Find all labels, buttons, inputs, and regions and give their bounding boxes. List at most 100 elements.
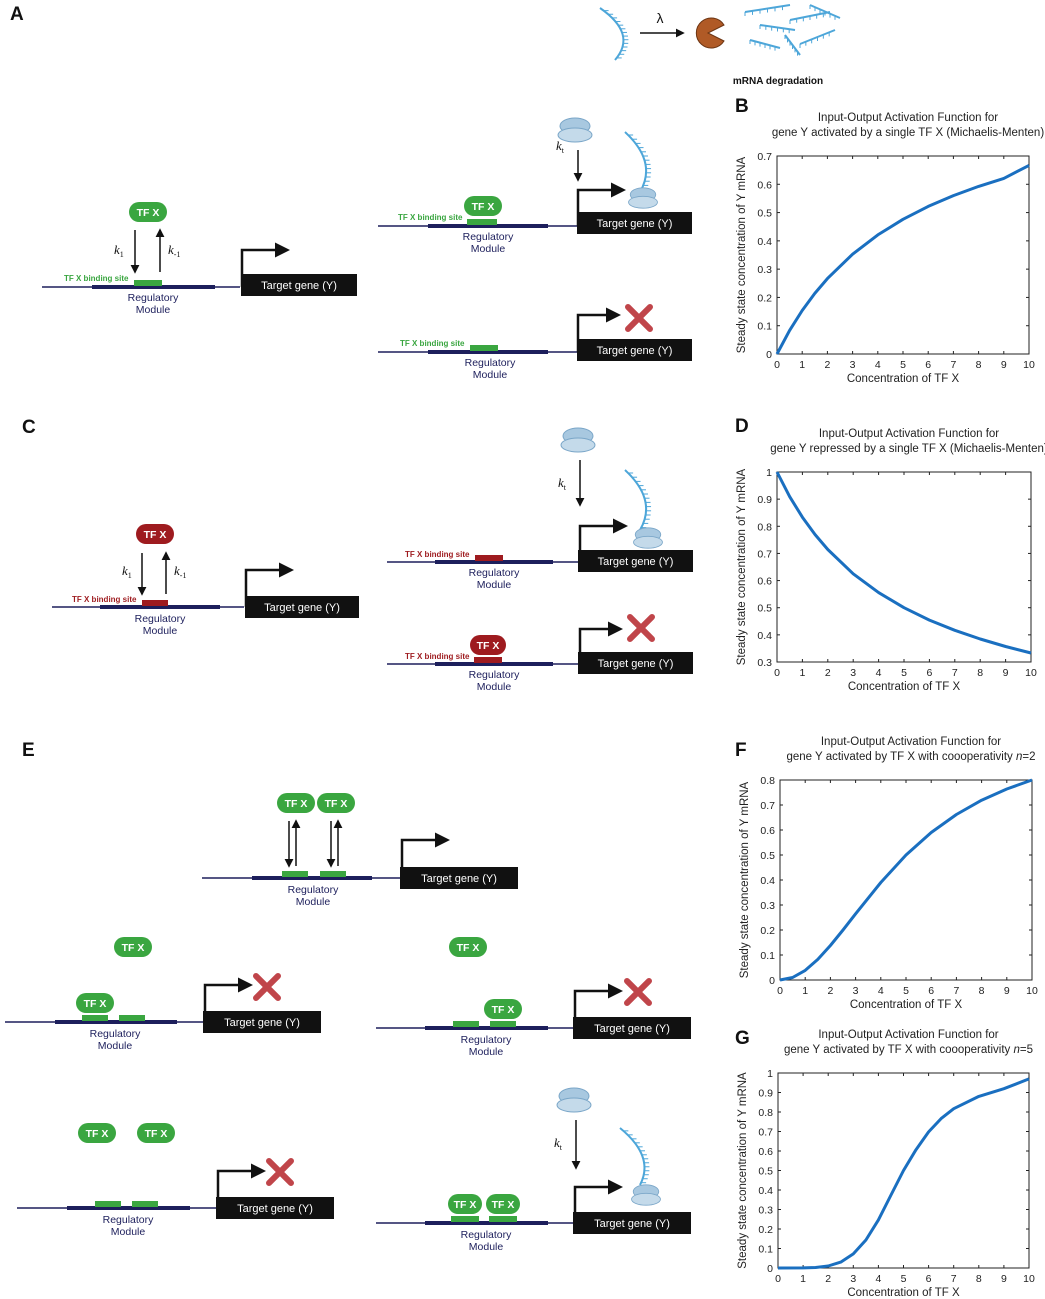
x-tick-label: 1 bbox=[802, 985, 808, 997]
regulatory-module-label: Regulatory bbox=[461, 1034, 513, 1046]
binding-site bbox=[134, 280, 162, 286]
chart-title: gene Y activated by TF X with coooperati… bbox=[786, 751, 1035, 763]
y-tick-label: 0.6 bbox=[760, 825, 775, 837]
binding-site bbox=[119, 1015, 145, 1021]
x-axis-label: Concentration of TF X bbox=[847, 1287, 960, 1299]
chart-title: gene Y activated by TF X with coooperati… bbox=[784, 1044, 1033, 1056]
mrna-strand-icon bbox=[619, 1127, 646, 1186]
ribosome-small-subunit bbox=[633, 535, 663, 549]
x-tick-label: 3 bbox=[850, 1273, 856, 1285]
mrna-strand-icon bbox=[624, 131, 648, 193]
chart-title: Input-Output Activation Function for bbox=[819, 428, 999, 440]
y-tick-label: 0.3 bbox=[758, 1205, 773, 1217]
mrna-strand-icon bbox=[599, 7, 625, 61]
promoter-arrow-icon bbox=[244, 562, 294, 607]
tf-x-label: TF X bbox=[137, 207, 160, 219]
x-tick-label: 9 bbox=[1004, 985, 1010, 997]
x-axis-label: Concentration of TF X bbox=[847, 373, 960, 385]
regulatory-module-label: Module bbox=[471, 243, 506, 255]
tf-x-protein bbox=[129, 202, 167, 222]
x-tick-label: 6 bbox=[928, 985, 934, 997]
target-gene-label: Target gene (Y) bbox=[597, 218, 673, 230]
panel-letter-G: G bbox=[735, 1028, 750, 1049]
ribosome-small-subunit bbox=[557, 127, 593, 143]
binding-site bbox=[453, 1021, 479, 1027]
regulatory-module-label: Regulatory bbox=[461, 1229, 513, 1241]
chart-title-part: gene Y activated by TF X with coooperati… bbox=[784, 1044, 1014, 1056]
target-gene-box bbox=[573, 1017, 691, 1039]
binding-site bbox=[489, 1216, 517, 1222]
target-gene-box bbox=[203, 1011, 321, 1033]
regulatory-module-label: Module bbox=[136, 304, 171, 316]
x-tick-label: 10 bbox=[1025, 667, 1037, 679]
regulatory-module-label: Regulatory bbox=[135, 613, 187, 625]
red-cross-icon bbox=[266, 1158, 294, 1186]
x-axis-label: Concentration of TF X bbox=[848, 681, 961, 693]
y-tick-label: 0.5 bbox=[757, 208, 772, 220]
promoter-arrow-icon bbox=[203, 977, 253, 1022]
target-gene-label: Target gene (Y) bbox=[224, 1017, 300, 1029]
binding-site bbox=[132, 1201, 158, 1207]
y-tick-label: 0.9 bbox=[757, 494, 772, 506]
regulatory-module-label: Regulatory bbox=[469, 567, 521, 579]
y-tick-label: 0.6 bbox=[757, 179, 772, 191]
y-tick-label: 0.5 bbox=[758, 1166, 773, 1178]
tf-x-label: TF X bbox=[454, 1199, 477, 1211]
tf-x-protein bbox=[78, 1123, 116, 1143]
rate-constant-label: k-1 bbox=[168, 242, 180, 259]
mrna-degradation-label: mRNA degradation bbox=[733, 76, 823, 87]
x-tick-label: 7 bbox=[952, 667, 958, 679]
tf-x-label: TF X bbox=[285, 798, 308, 810]
y-tick-label: 0.2 bbox=[758, 1224, 773, 1236]
y-tick-label: 0.4 bbox=[760, 875, 775, 887]
y-tick-label: 0.6 bbox=[757, 576, 772, 588]
y-tick-label: 0.3 bbox=[757, 264, 772, 276]
x-tick-label: 6 bbox=[925, 359, 931, 371]
tf-x-protein bbox=[470, 635, 506, 655]
x-tick-label: 4 bbox=[875, 1273, 881, 1285]
y-tick-label: 0.8 bbox=[757, 521, 772, 533]
tf-x-protein bbox=[137, 1123, 175, 1143]
regulatory-module-label: Module bbox=[473, 369, 508, 381]
chart-title-part: n bbox=[1013, 1044, 1019, 1056]
y-tick-label: 0.4 bbox=[758, 1185, 773, 1197]
y-tick-label: 0.2 bbox=[760, 925, 775, 937]
tf-x-label: TF X bbox=[144, 529, 167, 541]
ribosome-icon bbox=[560, 427, 596, 453]
binding-site bbox=[474, 657, 502, 663]
y-tick-label: 0.6 bbox=[758, 1146, 773, 1158]
ribosome-small-subunit bbox=[631, 1192, 661, 1206]
ribosome-icon bbox=[556, 1087, 592, 1113]
tf-x-label: TF X bbox=[492, 1199, 515, 1211]
x-tick-label: 10 bbox=[1026, 985, 1038, 997]
target-gene-box bbox=[578, 550, 693, 572]
x-tick-label: 0 bbox=[774, 359, 780, 371]
chart-frame bbox=[779, 779, 1033, 981]
y-tick-label: 0.3 bbox=[757, 657, 772, 669]
panel-letter-E: E bbox=[22, 740, 35, 761]
regulatory-module-label: Module bbox=[296, 896, 331, 908]
target-gene-box bbox=[400, 867, 518, 889]
chart-title: Input-Output Activation Function for bbox=[821, 736, 1001, 748]
tf-x-label: TF X bbox=[122, 942, 145, 954]
x-tick-label: 0 bbox=[777, 985, 783, 997]
x-tick-label: 8 bbox=[979, 985, 985, 997]
regulatory-module-label: Module bbox=[477, 681, 512, 693]
rate-constant-label: k1 bbox=[114, 242, 124, 259]
panel-letter-B: B bbox=[735, 96, 749, 117]
regulatory-module-label: Module bbox=[469, 1046, 504, 1058]
ribosome-small-subunit bbox=[560, 437, 596, 453]
x-tick-label: 5 bbox=[900, 359, 906, 371]
y-tick-label: 0.4 bbox=[757, 236, 772, 248]
binding-site-label: TF X binding site bbox=[72, 595, 137, 604]
y-tick-label: 0.8 bbox=[758, 1107, 773, 1119]
x-tick-label: 6 bbox=[926, 667, 932, 679]
red-cross-icon bbox=[627, 614, 655, 642]
x-tick-label: 2 bbox=[825, 667, 831, 679]
x-tick-label: 5 bbox=[903, 985, 909, 997]
rate-constant-subscript: 1 bbox=[128, 571, 132, 580]
tf-x-label: TF X bbox=[492, 1004, 515, 1016]
